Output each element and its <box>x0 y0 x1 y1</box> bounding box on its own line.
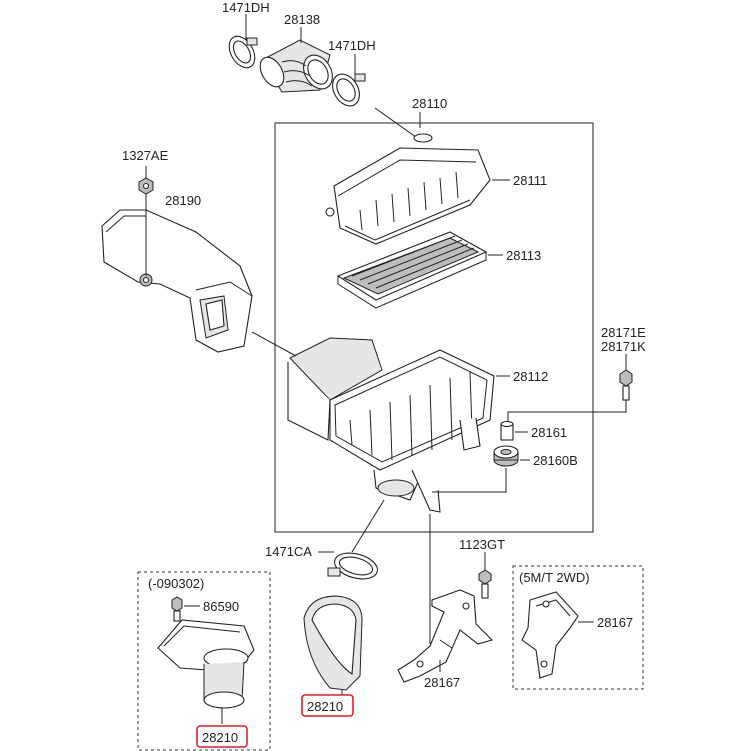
air-inlet-duct-28190[interactable] <box>101 209 253 353</box>
bolt-1327ae[interactable] <box>138 177 154 195</box>
hose-clamp-1471dh-top[interactable] <box>224 32 260 72</box>
variant-label-right: (5M/T 2WD) <box>519 570 590 585</box>
variant-label-left: (-090302) <box>148 576 204 591</box>
bracket-28167-main[interactable] <box>397 589 494 683</box>
label-1471ca[interactable]: 1471CA <box>265 544 312 559</box>
label-86590[interactable]: 86590 <box>203 599 239 614</box>
label-28138[interactable]: 28138 <box>284 12 320 27</box>
hose-clamp-1471dh-right[interactable] <box>327 69 366 110</box>
label-28167-5mt[interactable]: 28167 <box>597 615 633 630</box>
label-28113[interactable]: 28113 <box>506 248 541 263</box>
air-duct-28210-left[interactable] <box>157 619 255 709</box>
bolt-1123gt[interactable] <box>478 569 492 599</box>
grommet-28161[interactable] <box>500 420 514 441</box>
label-28110[interactable]: 28110 <box>412 96 447 111</box>
label-28167-main[interactable]: 28167 <box>424 675 460 690</box>
label-28161[interactable]: 28161 <box>531 425 567 440</box>
label-28210-center[interactable]: 28210 <box>307 699 343 714</box>
highlight-28210-left <box>196 725 248 748</box>
bolt-28171[interactable] <box>619 369 633 401</box>
label-28190[interactable]: 28190 <box>165 193 201 208</box>
air-cleaner-upper-cover-28111[interactable] <box>325 133 491 245</box>
hose-clamp-1471ca[interactable] <box>327 549 380 584</box>
air-cleaner-assembly-frame <box>274 122 594 533</box>
label-28210-left[interactable]: 28210 <box>202 730 238 745</box>
label-28171k[interactable]: 28171K <box>601 339 646 354</box>
insulator-28160b[interactable] <box>493 445 519 467</box>
bracket-28167-5mt[interactable] <box>521 591 579 679</box>
intake-hose-28138[interactable] <box>255 39 338 94</box>
label-28171e[interactable]: 28171E <box>601 325 646 340</box>
label-1471dh-top[interactable]: 1471DH <box>222 0 270 15</box>
variant-box-left <box>137 571 271 751</box>
variant-box-right <box>512 565 644 690</box>
label-1123gt[interactable]: 1123GT <box>459 537 505 552</box>
air-duct-28210-center[interactable] <box>303 595 363 691</box>
label-1471dh-right[interactable]: 1471DH <box>328 38 376 53</box>
label-28112[interactable]: 28112 <box>513 369 548 384</box>
highlight-28210-center <box>301 694 354 717</box>
label-1327ae[interactable]: 1327AE <box>122 148 169 163</box>
label-28111[interactable]: 28111 <box>513 173 547 188</box>
air-cleaner-lower-case-28112[interactable] <box>287 337 495 513</box>
bolt-86590[interactable] <box>171 596 183 622</box>
air-filter-element-28113[interactable] <box>336 231 488 309</box>
label-28160b[interactable]: 28160B <box>533 453 578 468</box>
